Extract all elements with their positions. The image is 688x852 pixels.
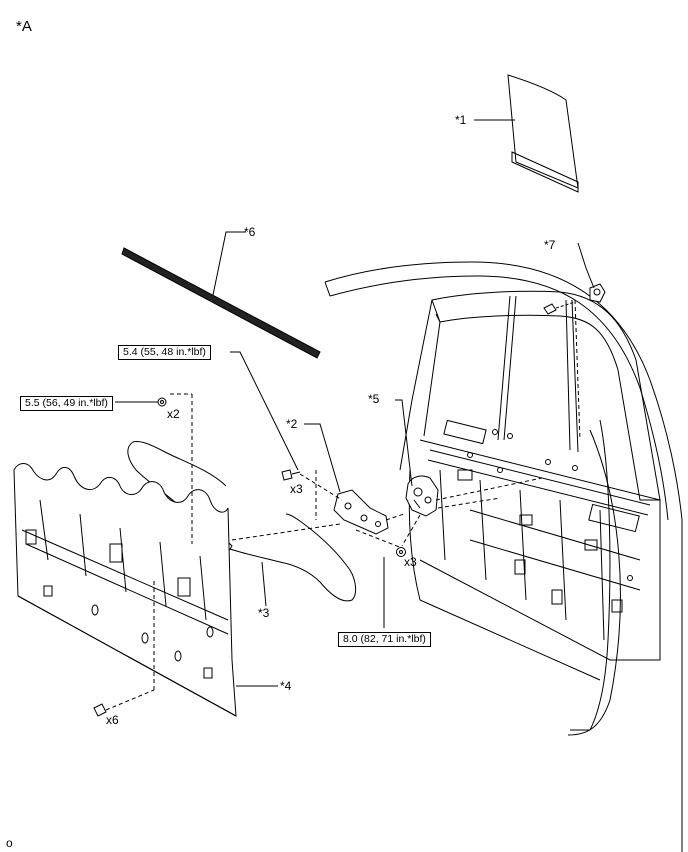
fasteners [93,351,406,717]
callout-7: *7 [544,238,556,252]
part-7-clip [543,242,606,441]
part-4-trim-panel [13,463,278,717]
quantity-upper-bolt: x3 [290,482,303,496]
torque-spec-right-nut: 8.0 (82, 71 in.*lbf) [338,632,431,647]
callout-1: *1 [455,113,467,127]
callout-3: *3 [258,606,270,620]
callout-5: *5 [368,392,380,406]
torque-spec-left-nut: 5.5 (56, 49 in.*lbf) [20,396,113,411]
quantity-right-nut: x3 [404,555,417,569]
callout-2: *2 [286,417,298,431]
door-body [324,261,683,852]
part-2-bracket [299,423,405,549]
footer-mark: o [6,836,13,850]
part-5-lock [395,399,543,547]
torque-spec-upper-bolt: 5.4 (55, 48 in.*lbf) [118,345,211,360]
quantity-clip: x6 [106,713,119,727]
part-1-panel [474,74,579,193]
part-6-weatherstrip [121,231,321,359]
quantity-left-nut: x2 [167,407,180,421]
callout-6: *6 [244,225,256,239]
view-label: *A [16,18,32,35]
callout-4: *4 [280,679,292,693]
